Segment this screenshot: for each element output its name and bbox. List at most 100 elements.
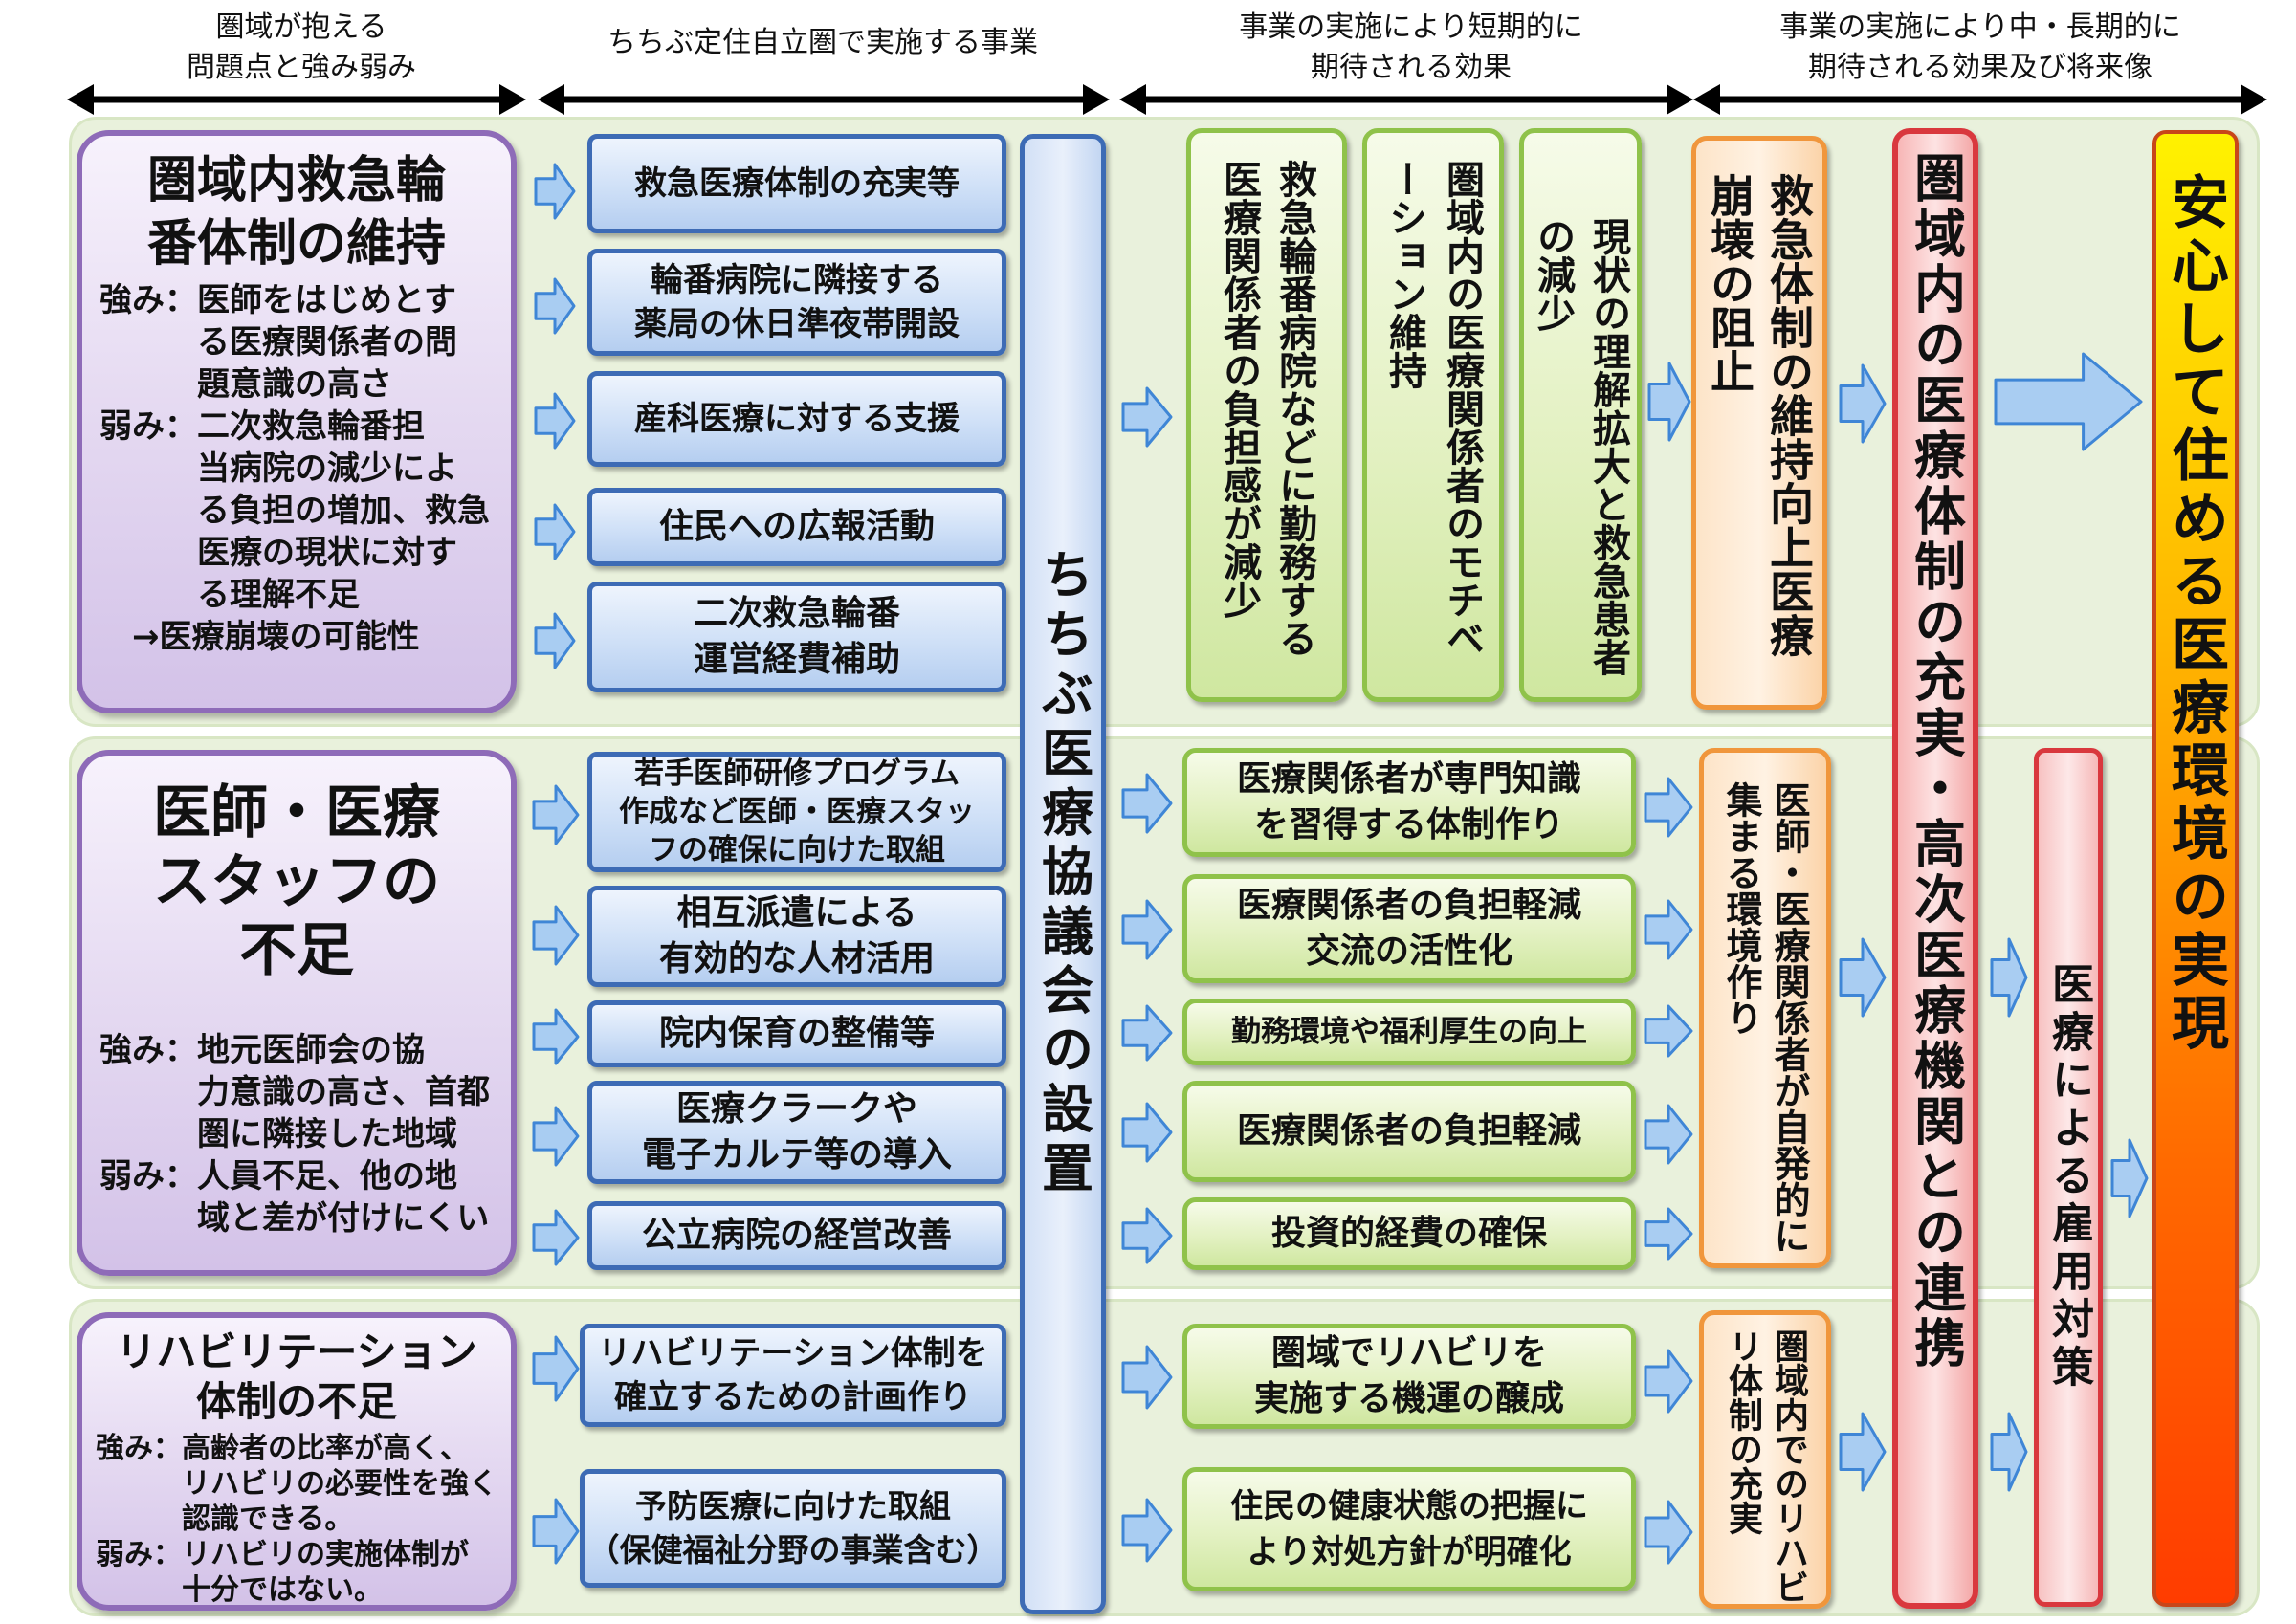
project-box: 医療クラークや 電子カルテ等の導入: [587, 1081, 1006, 1184]
problem-body-line: る負担の増加、救急: [99, 492, 490, 530]
flow-arrow-icon: [534, 612, 576, 669]
flow-arrow-icon: [532, 1106, 580, 1167]
flow-arrow-icon: [532, 784, 580, 845]
header-double-arrow: [538, 80, 1110, 119]
project-box: 相互派遣による 有効的な人材活用: [587, 886, 1006, 987]
flow-arrow-icon: [534, 503, 576, 560]
header-col2-line1: ちちぶ定住自立圏で実施する事業: [607, 26, 1038, 59]
problem-body-line: 医療の現状に対す: [99, 534, 457, 572]
flow-arrow-icon: [1839, 937, 1887, 1018]
flow-arrow-icon: [1121, 386, 1173, 448]
effect-label: 医療関係者の負担軽減: [1236, 1111, 1581, 1151]
problem-body-line: →医療崩壊の可能性: [99, 618, 420, 656]
header-col1-line2: 問題点と強み弱み: [187, 51, 416, 84]
project-box: 産科医療に対する支援: [587, 371, 1006, 467]
project-label: 予防医療に向けた取組: [635, 1487, 951, 1525]
project-label: 確立するための計画作り: [614, 1378, 972, 1416]
project-label: フの確保に向けた取組: [649, 833, 945, 867]
problem-body-line: 弱み：人員不足、他の地: [99, 1157, 457, 1196]
flow-arrow-icon: [1990, 937, 2028, 1018]
project-label: 公立病院の経営改善: [641, 1216, 952, 1255]
problem-title: 圏域内救急輪 番体制の維持: [99, 149, 494, 275]
effect-box: 医療関係者の負担軽減: [1182, 1081, 1636, 1182]
effect-label: 現状の理解拡大と救急患者の減少: [1531, 217, 1630, 676]
project-label: 住民への広報活動: [658, 507, 935, 546]
header-col3: 事業の実施により短期的に 期待される効果: [1129, 8, 1693, 88]
mid-effect-box: 圏域内でのリハビリ体制の充実: [1699, 1310, 1831, 1609]
mid-effect-box: 医師・医療関係者が自発的に集まる環境作り: [1699, 748, 1831, 1268]
effect-label: 投資的経費の確保: [1270, 1214, 1547, 1253]
flow-arrow-icon: [1121, 1498, 1173, 1563]
project-label: 作成など医師・医療スタッ: [619, 795, 975, 829]
problem-body: 強み：高齢者の比率が高く、 リハビリの必要性を強く 認識できる。 弱み：リハビリ…: [96, 1431, 497, 1608]
flow-arrow-icon: [1990, 1412, 2028, 1492]
flow-arrow-icon: [532, 1498, 580, 1565]
problem-rehab: リハビリテーション 体制の不足 強み：高齢者の比率が高く、 リハビリの必要性を強…: [77, 1312, 517, 1611]
project-box: 二次救急輪番 運営経費補助: [587, 582, 1006, 692]
problem-body-line: 認識できる。: [96, 1503, 354, 1536]
problem-body-line: 当病院の減少によ: [99, 450, 457, 488]
problem-body-line: る医療関係者の問: [99, 323, 457, 362]
flow-arrow-icon: [1644, 899, 1693, 960]
project-label: 電子カルテ等の導入: [641, 1135, 952, 1174]
employment-label: 医療による雇用対策: [2044, 962, 2093, 1393]
effect-box: 投資的経費の確保: [1182, 1197, 1636, 1270]
problem-body: 強み：医師をはじめとす る医療関係者の問 題意識の高さ 弱み：二次救急輪番担 当…: [99, 279, 494, 658]
effect-label: 圏域でリハビリを: [1270, 1333, 1547, 1372]
council-label: ちちぶ医療協議会の設置: [1032, 548, 1093, 1200]
effect-label: 医療関係者が専門知識: [1236, 759, 1581, 799]
header-col4-line1: 事業の実施により中・長期的に: [1779, 11, 2181, 44]
flow-arrow-icon: [1647, 362, 1691, 442]
header-col1-line1: 圏域が抱える: [215, 11, 387, 44]
effect-label: 交流の活性化: [1305, 932, 1512, 971]
final-goal-box: 安心して住める医療環境の実現: [2152, 130, 2239, 1607]
problem-body-line: 強み：高齢者の比率が高く、: [96, 1432, 469, 1465]
effect-box: 医療関係者が専門知識 を習得する体制作り: [1182, 748, 1636, 857]
header-col4: 事業の実施により中・長期的に 期待される効果及び将来像: [1693, 8, 2267, 88]
effect-box: 医療関係者の負担軽減 交流の活性化: [1182, 874, 1636, 983]
project-label: 救急医療体制の充実等: [634, 165, 960, 203]
flow-arrow-icon: [1121, 1004, 1173, 1062]
flow-arrow-icon: [1994, 352, 2143, 451]
council-box: ちちぶ医療協議会の設置: [1020, 134, 1106, 1614]
effect-vertical: 圏域内の医療関係者のモチベーション維持: [1362, 128, 1504, 702]
problem-title-line: 番体制の維持: [146, 215, 446, 273]
flow-arrow-icon: [1644, 1349, 1693, 1414]
flow-arrow-icon: [1121, 1345, 1173, 1410]
problem-body-line: 弱み：リハビリの実施体制が: [96, 1538, 469, 1571]
effect-label: を習得する体制作り: [1253, 805, 1564, 845]
effect-box: 住民の健康状態の把握に より対処方針が明確化: [1182, 1467, 1636, 1591]
flow-arrow-icon: [532, 1209, 580, 1266]
problem-title-line: スタッフの: [153, 848, 440, 915]
project-label: 産科医療に対する支援: [634, 400, 960, 438]
project-label: （保健福祉分野の事業含む）: [587, 1531, 999, 1569]
effect-box: 勤務環境や福利厚生の向上: [1182, 999, 1636, 1065]
effect-label: 住民の健康状態の把握に: [1230, 1487, 1588, 1525]
project-label: リハビリテーション体制を: [598, 1334, 988, 1372]
flow-arrow-icon: [534, 392, 576, 450]
problem-title-line: 圏域内救急輪: [146, 152, 446, 209]
project-label: 相互派遣による: [676, 893, 917, 933]
problem-emergency: 圏域内救急輪 番体制の維持 強み：医師をはじめとす る医療関係者の問 題意識の高…: [77, 130, 517, 713]
effect-label: 医療関係者の負担軽減: [1236, 886, 1581, 925]
flow-arrow-icon: [532, 905, 580, 966]
flow-arrow-icon: [1839, 363, 1887, 444]
mid-effect-label: 医師・医療関係者が自発的に集まる環境作り: [1720, 781, 1810, 1254]
long-effect-box: 圏域内の医療体制の充実・高次医療機関との連携: [1892, 128, 1978, 1609]
flow-arrow-icon: [1644, 777, 1693, 838]
project-box: リハビリテーション体制を 確立するための計画作り: [580, 1324, 1006, 1427]
project-label: 輪番病院に隣接する: [651, 261, 943, 299]
project-label: 運営経費補助: [693, 640, 900, 679]
problem-title-line: 不足: [239, 917, 354, 984]
project-box: 住民への広報活動: [587, 488, 1006, 566]
flow-arrow-icon: [532, 1008, 580, 1065]
final-goal-label: 安心して住める医療環境の実現: [2161, 172, 2229, 1056]
effect-label: 実施する機運の醸成: [1253, 1379, 1564, 1418]
effect-vertical: 救急輪番病院などに勤務する医療関係者の負担感が減少: [1186, 128, 1347, 702]
problem-body-line: 題意識の高さ: [99, 365, 392, 404]
problem-title-line: 体制の不足: [195, 1378, 397, 1425]
flow-arrow-icon: [1121, 1102, 1173, 1163]
effect-box: 圏域でリハビリを 実施する機運の醸成: [1182, 1324, 1636, 1429]
header-col2: ちちぶ定住自立圏で実施する事業: [541, 23, 1105, 63]
project-label: 若手医師研修プログラム: [633, 757, 960, 791]
